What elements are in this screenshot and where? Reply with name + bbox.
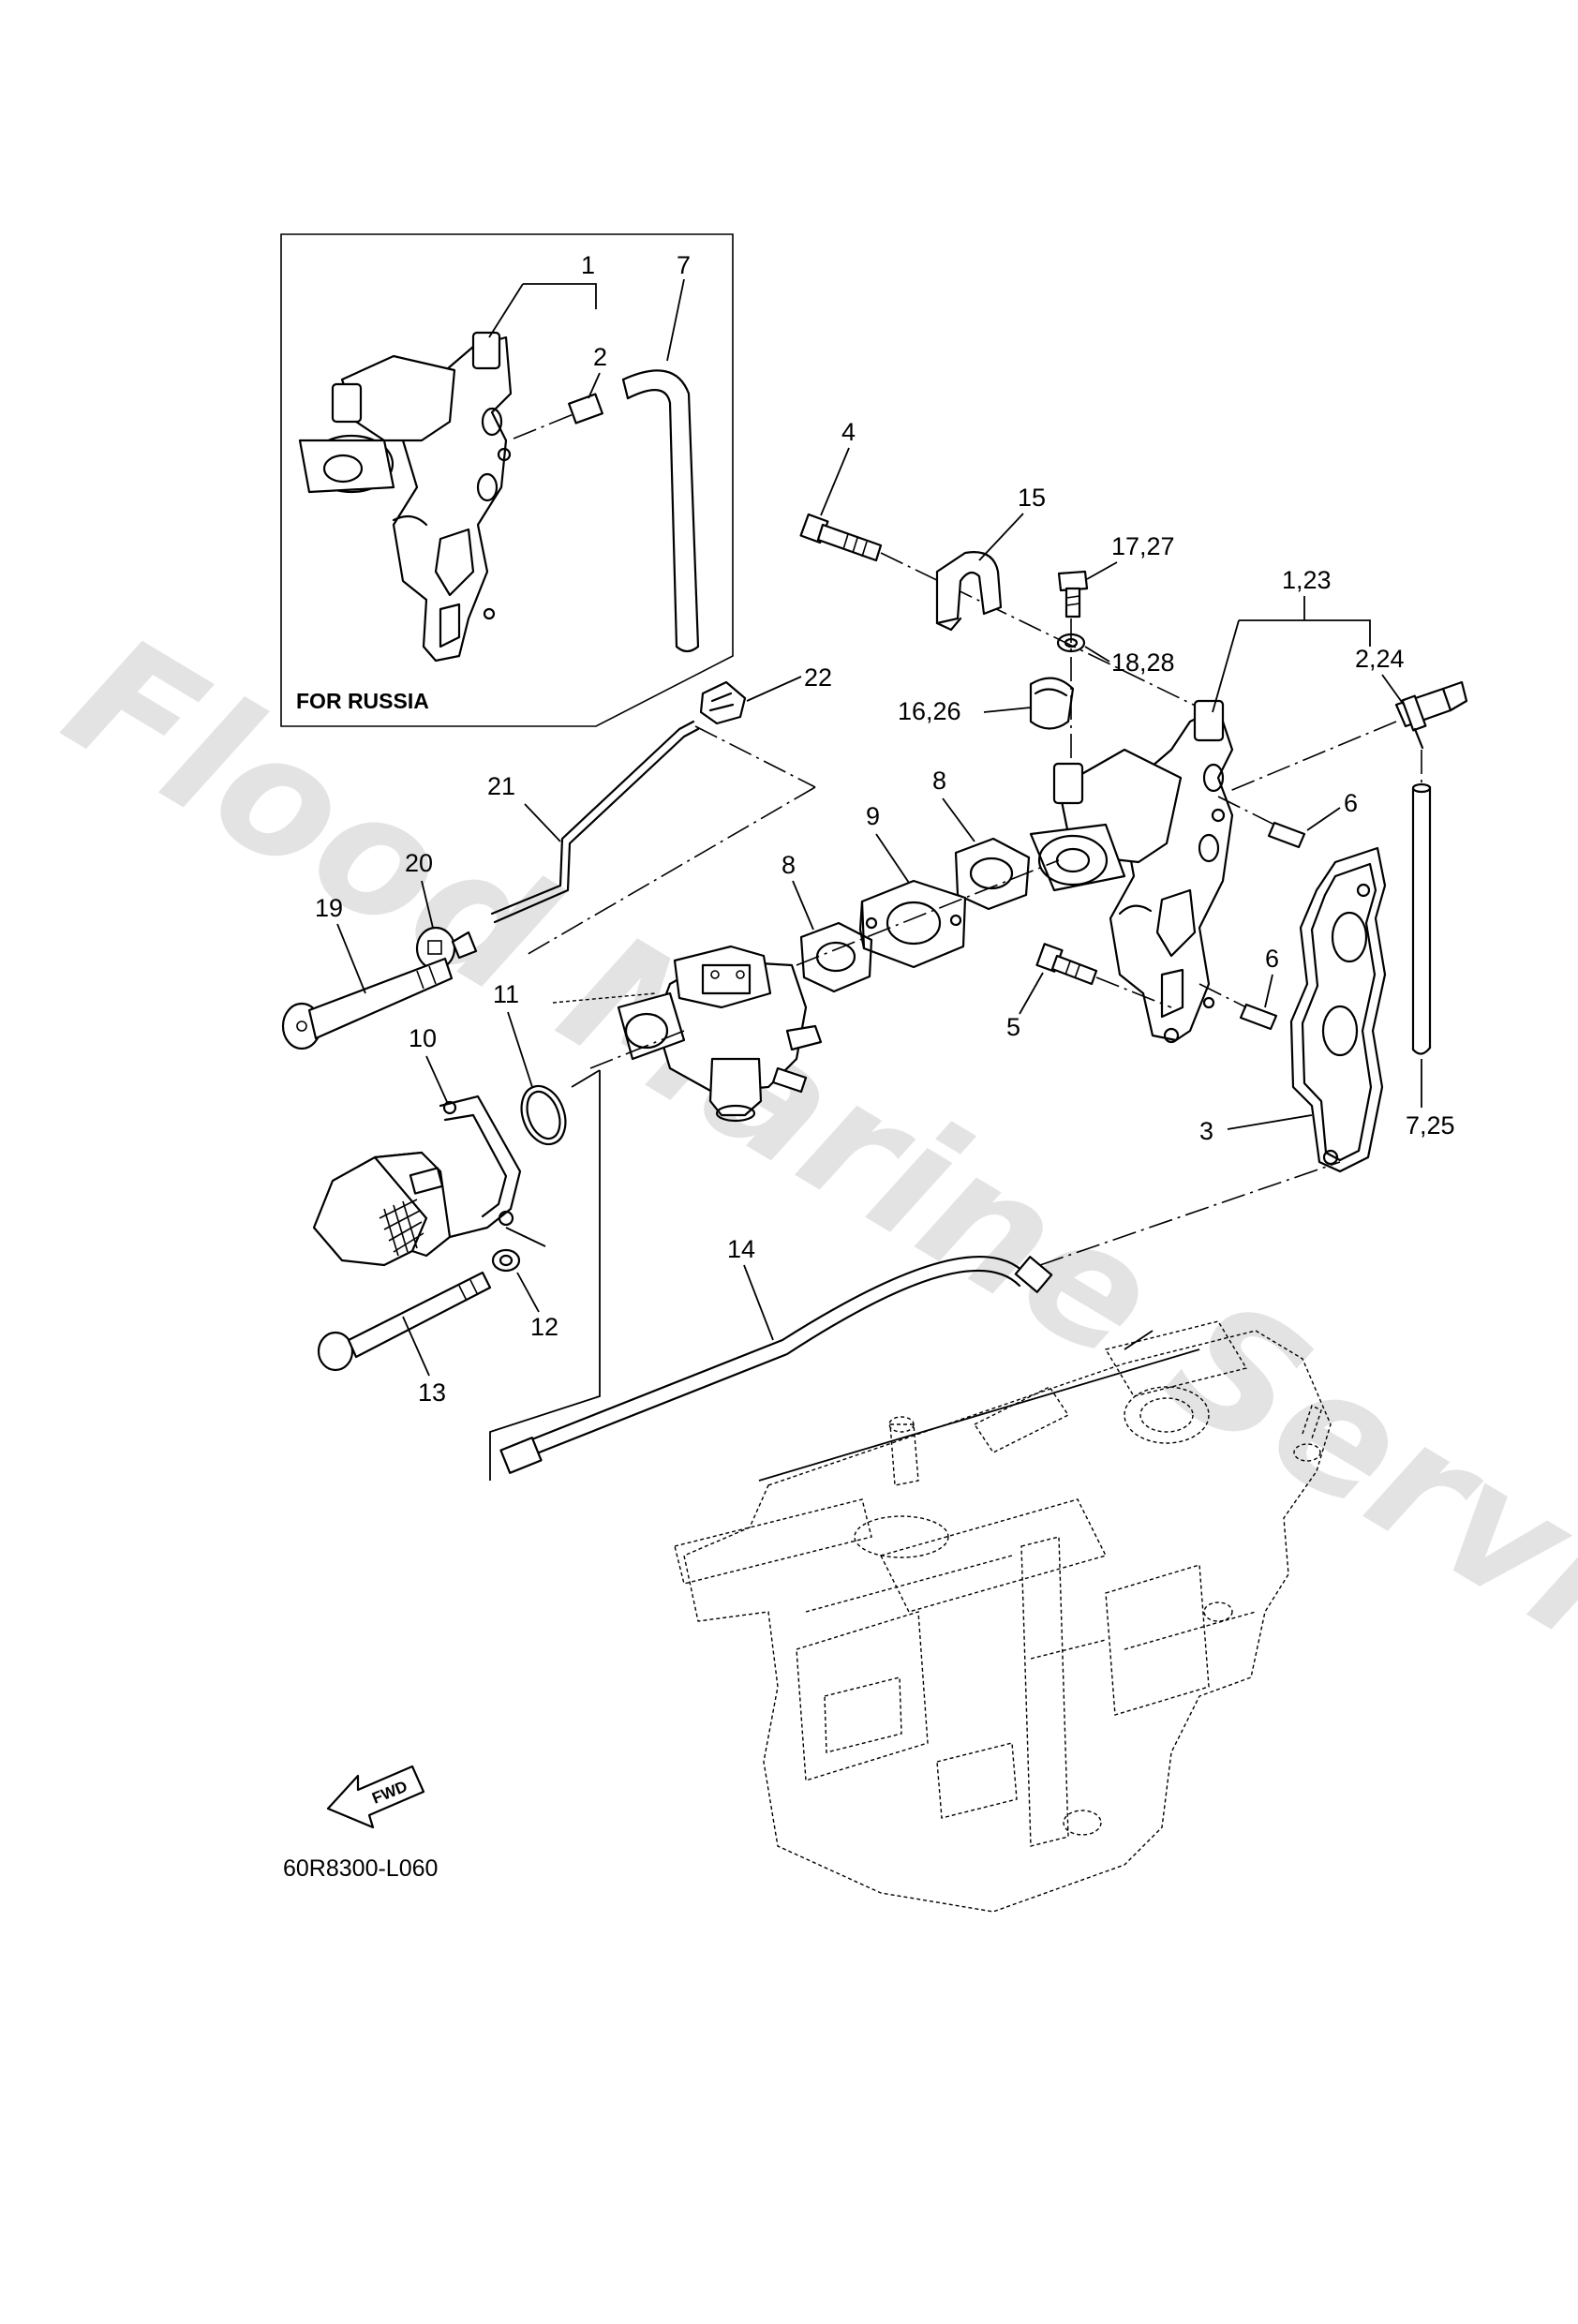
callout-5: 5 bbox=[1006, 1013, 1020, 1041]
part-22-clip bbox=[699, 680, 747, 725]
part-7-25-hose bbox=[1411, 750, 1432, 1055]
callout-22: 22 bbox=[804, 663, 832, 692]
part-5-bolt bbox=[1035, 943, 1172, 1008]
callout-12: 12 bbox=[530, 1313, 558, 1341]
part-3-gasket bbox=[1289, 846, 1387, 1173]
callout-21: 21 bbox=[487, 772, 515, 800]
part-9-insulator bbox=[858, 879, 967, 969]
part-14-hose bbox=[499, 1161, 1341, 1474]
inset-box: FOR RUSSIA bbox=[280, 233, 734, 727]
part-8-gasket-lower bbox=[796, 859, 1060, 993]
part-1-23-intake-manifold bbox=[1029, 699, 1234, 1044]
fwd-arrow: FWD bbox=[326, 1765, 425, 1829]
inset-intake-manifold bbox=[298, 331, 513, 663]
callout-10: 10 bbox=[409, 1024, 437, 1052]
engine-block bbox=[674, 1320, 1332, 1913]
callout-2: 2 bbox=[593, 343, 607, 371]
callout-17-27: 17,27 bbox=[1111, 532, 1175, 560]
part-11-o-ring bbox=[520, 1084, 567, 1146]
part-12-grommet bbox=[491, 1248, 521, 1273]
callout-9: 9 bbox=[866, 802, 880, 830]
callout-6b: 6 bbox=[1265, 945, 1279, 973]
part-21-rod bbox=[490, 720, 816, 957]
callout-4: 4 bbox=[841, 418, 856, 446]
callout-18-28: 18,28 bbox=[1111, 648, 1175, 677]
watermark: Flood Marine Services bbox=[36, 599, 1578, 1836]
callout-15: 15 bbox=[1018, 484, 1046, 512]
callout-13: 13 bbox=[418, 1378, 446, 1407]
part-6-pin-upper bbox=[1217, 796, 1306, 849]
part-2-24-nipple bbox=[1227, 680, 1468, 793]
callout-7: 7 bbox=[677, 251, 691, 279]
callout-11: 11 bbox=[493, 980, 519, 1008]
callout-2-24: 2,24 bbox=[1355, 645, 1405, 673]
part-6-pin-lower bbox=[1198, 983, 1278, 1031]
part-16-26-grommet bbox=[1029, 677, 1075, 730]
part-10-silencer bbox=[312, 1095, 522, 1267]
part-15-clamp bbox=[935, 551, 1003, 632]
inset-nipple bbox=[513, 393, 603, 439]
carburetor bbox=[552, 945, 823, 1123]
callout-8a: 8 bbox=[932, 767, 946, 795]
part-8-gasket-upper bbox=[954, 837, 1031, 911]
callout-19: 19 bbox=[315, 894, 343, 922]
callout-20: 20 bbox=[405, 849, 433, 877]
inset-hose bbox=[621, 369, 700, 653]
callout-7-25: 7,25 bbox=[1406, 1111, 1455, 1140]
part-4-bolt bbox=[799, 513, 1210, 713]
part-19-bolt bbox=[281, 957, 454, 1050]
part-17-27-bolt bbox=[1057, 570, 1089, 618]
diagram-code: 60R8300-L060 bbox=[283, 1855, 438, 1882]
callout-16-26: 16,26 bbox=[898, 697, 961, 725]
callout-6a: 6 bbox=[1344, 789, 1358, 817]
part-13-bolt bbox=[317, 1271, 492, 1372]
callout-8b: 8 bbox=[782, 851, 796, 879]
callout-1-23: 1,23 bbox=[1282, 566, 1332, 594]
inset-label: FOR RUSSIA bbox=[296, 689, 429, 713]
callout-14: 14 bbox=[727, 1235, 755, 1263]
callout-1: 1 bbox=[581, 251, 595, 279]
callout-3: 3 bbox=[1199, 1117, 1213, 1145]
